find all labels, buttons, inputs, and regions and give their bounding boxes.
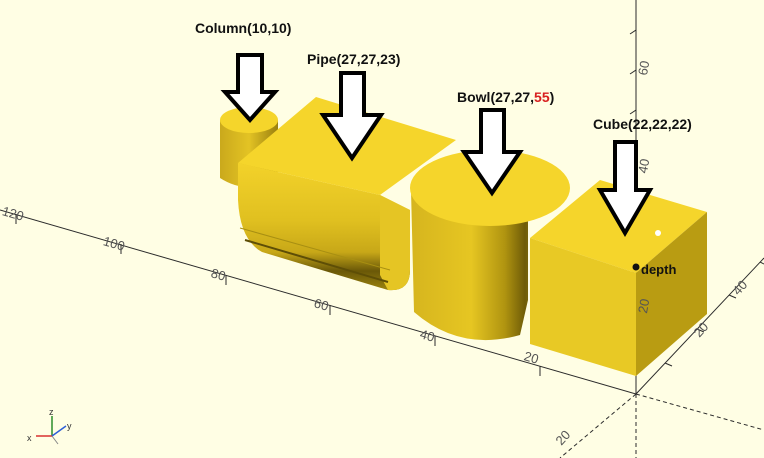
- bowl-label-highlight: 55: [534, 89, 550, 105]
- cube-highlight-dot: [655, 230, 661, 236]
- arrow-cube: [596, 140, 654, 237]
- gizmo-x-label: x: [27, 433, 32, 443]
- orientation-gizmo[interactable]: [36, 416, 67, 445]
- arrow-pipe: [319, 71, 385, 162]
- arrow-column: [220, 53, 280, 124]
- z-tick-60: 60: [635, 59, 653, 77]
- depth-marker[interactable]: [632, 263, 640, 271]
- arrow-bowl: [460, 108, 524, 197]
- y-axis-line: [635, 257, 764, 395]
- bowl-label-prefix: Bowl(27,27,: [457, 89, 535, 105]
- gizmo-y-label: y: [67, 421, 72, 431]
- y-axis-ticks: [664, 261, 764, 367]
- gizmo-z-label: z: [49, 407, 54, 417]
- column-label: Column(10,10): [195, 20, 292, 36]
- bowl-label-suffix: ): [549, 89, 555, 105]
- depth-label: depth: [641, 262, 677, 277]
- neg-y-axis-line: [559, 393, 637, 458]
- x-axis-ticks: [15, 214, 541, 376]
- cube-label: Cube(22,22,22): [593, 116, 692, 132]
- x-axis-line: [0, 209, 637, 395]
- cube-shape[interactable]: [530, 180, 707, 376]
- z-tick-20: 20: [635, 297, 653, 315]
- z-tick-40: 40: [635, 157, 653, 175]
- pipe-label: Pipe(27,27,23): [307, 51, 401, 67]
- neg-x-axis-line: [635, 393, 764, 431]
- bowl-label: Bowl(27,27,55): [457, 89, 554, 105]
